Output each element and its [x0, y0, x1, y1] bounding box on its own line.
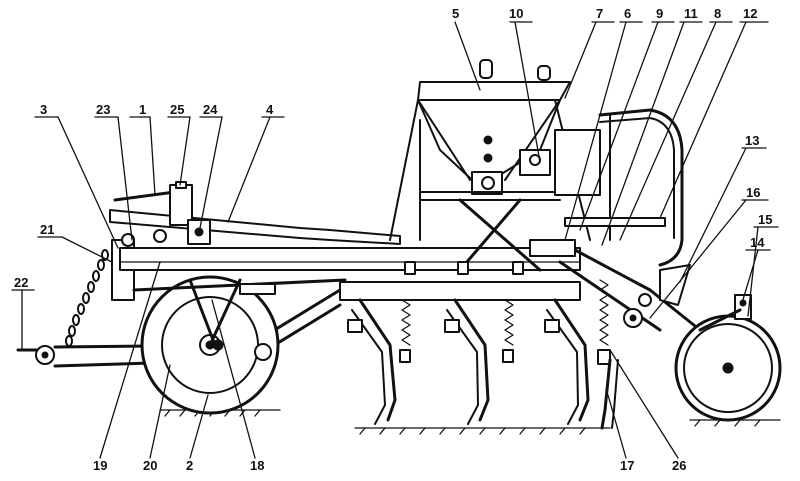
callout-18: 18 — [250, 458, 264, 473]
rear-handle — [529, 108, 684, 267]
callout-13: 13 — [745, 133, 759, 148]
callout-7: 7 — [596, 6, 603, 21]
callout-2: 2 — [186, 458, 193, 473]
callout-labels: 1 2 3 4 5 6 7 8 9 10 11 12 13 14 15 16 1… — [14, 6, 772, 473]
callout-3: 3 — [40, 102, 47, 117]
callout-15: 15 — [758, 212, 772, 227]
callout-14: 14 — [750, 235, 765, 250]
callout-leaders — [11, 21, 779, 459]
callout-5: 5 — [452, 6, 459, 21]
chain — [65, 249, 109, 347]
callout-19: 19 — [93, 458, 107, 473]
gauge-wheel — [140, 275, 280, 415]
callout-21: 21 — [40, 222, 54, 237]
callout-20: 20 — [143, 458, 157, 473]
callout-10: 10 — [509, 6, 523, 21]
callout-25: 25 — [170, 102, 184, 117]
callout-4: 4 — [266, 102, 274, 117]
callout-11: 11 — [684, 6, 698, 21]
callout-1: 1 — [139, 102, 146, 117]
callout-26: 26 — [672, 458, 686, 473]
callout-17: 17 — [620, 458, 634, 473]
seed-hopper — [389, 59, 601, 272]
callout-12: 12 — [743, 6, 757, 21]
press-wheel — [674, 294, 782, 422]
press-arm — [623, 264, 691, 328]
callout-16: 16 — [746, 185, 760, 200]
callout-8: 8 — [714, 6, 721, 21]
tine-assembly — [347, 261, 619, 430]
callout-24: 24 — [203, 102, 218, 117]
callout-9: 9 — [656, 6, 663, 21]
callout-22: 22 — [14, 275, 28, 290]
callout-23: 23 — [96, 102, 110, 117]
callout-6: 6 — [624, 6, 631, 21]
